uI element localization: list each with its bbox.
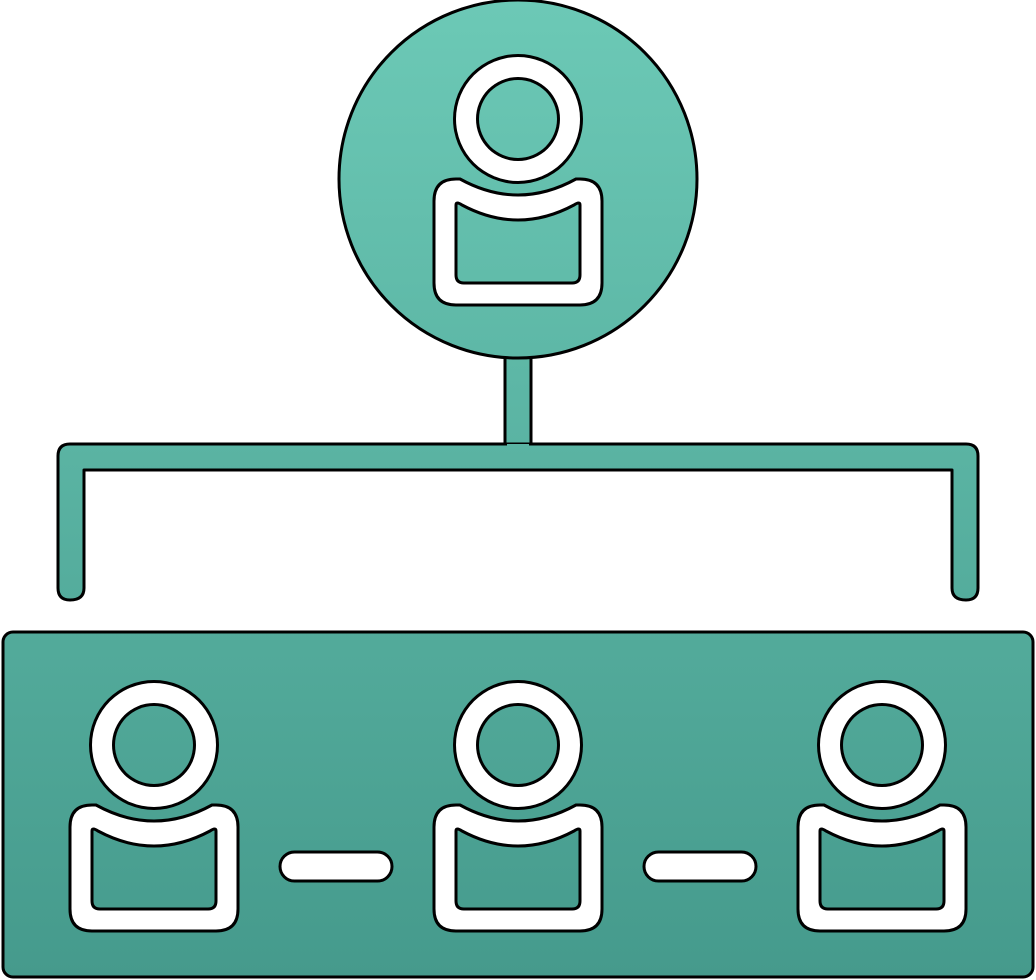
team-box (1, 630, 1035, 979)
team-links (278, 850, 758, 883)
person-icon (796, 680, 968, 933)
connector-bracket (56, 442, 980, 602)
person-head-inner (479, 706, 557, 784)
team-members (68, 680, 968, 933)
person-body-inner (90, 827, 218, 911)
person-body-inner (818, 827, 946, 911)
person-icon (432, 54, 604, 307)
person-head-inner (479, 80, 557, 158)
person-icon (68, 680, 240, 933)
person-body-inner (454, 201, 582, 285)
person-icon (432, 680, 604, 933)
person-body-inner (454, 827, 582, 911)
person-head-inner (843, 706, 921, 784)
team-link-dash (642, 850, 758, 883)
team-link-dash (278, 850, 394, 883)
person-head-inner (115, 706, 193, 784)
hierarchy-connector (56, 338, 980, 602)
top-node (337, 0, 699, 360)
